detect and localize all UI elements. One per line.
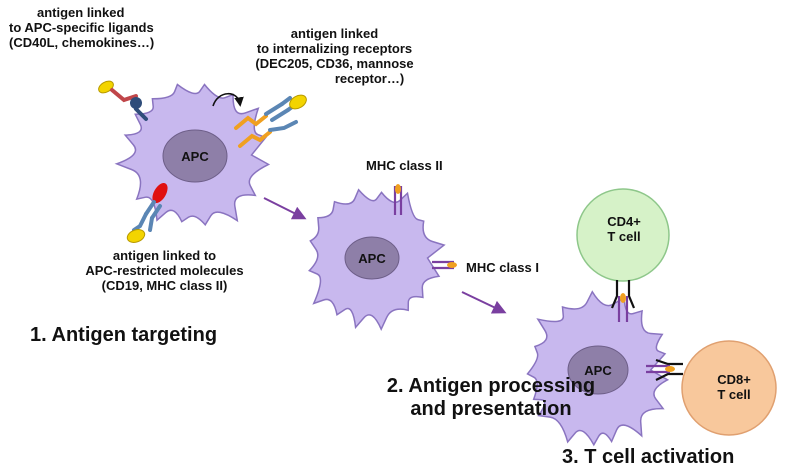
label-apc-specific-ligands: antigen linked to APC-specific ligands (…: [9, 5, 155, 50]
flow-arrow-1: [263, 197, 307, 220]
label-cd8-t-cell: CD8+ T cell: [717, 372, 751, 402]
internalizing-receptor-antigen: [234, 94, 307, 148]
label-internalizing-receptors: antigen linked to internalizing receptor…: [255, 26, 414, 86]
cd8-tcr-mhc-i-complex: [646, 358, 683, 381]
cd4-tcr-mhc-ii-complex: [610, 280, 636, 322]
apc-cell-processing: [307, 188, 446, 332]
mhc-class-i-molecule: [432, 260, 457, 270]
step-2-antigen-processing: 2. Antigen processing and presentation: [386, 375, 596, 420]
label-cd4-t-cell: CD4+ T cell: [607, 214, 641, 244]
apc-specific-ligand-antigen: [98, 80, 148, 121]
apc-cell-activation: [526, 290, 670, 447]
label-mhc-class-i: MHC class I: [466, 260, 539, 275]
label-apc-restricted-molecules: antigen linked to APC-restricted molecul…: [85, 248, 244, 293]
apc-label-1: APC: [181, 149, 209, 164]
internalization-arrow: [212, 92, 244, 107]
apc-label-3: APC: [584, 363, 612, 378]
step-1-antigen-targeting: 1. Antigen targeting: [30, 324, 218, 346]
apc-cell-targeting: [114, 83, 271, 227]
apc-label-2: APC: [358, 251, 386, 266]
apc-restricted-molecule-antigen: [126, 183, 168, 243]
mhc-class-ii-molecule: [393, 184, 403, 215]
label-mhc-class-ii: MHC class II: [366, 158, 443, 173]
apc-nucleus: [162, 129, 228, 183]
flow-arrow-2: [461, 291, 507, 314]
step-3-t-cell-activation: 3. T cell activation: [562, 446, 735, 468]
cd8-t-cell: [681, 340, 777, 436]
cd4-t-cell: [576, 188, 670, 282]
